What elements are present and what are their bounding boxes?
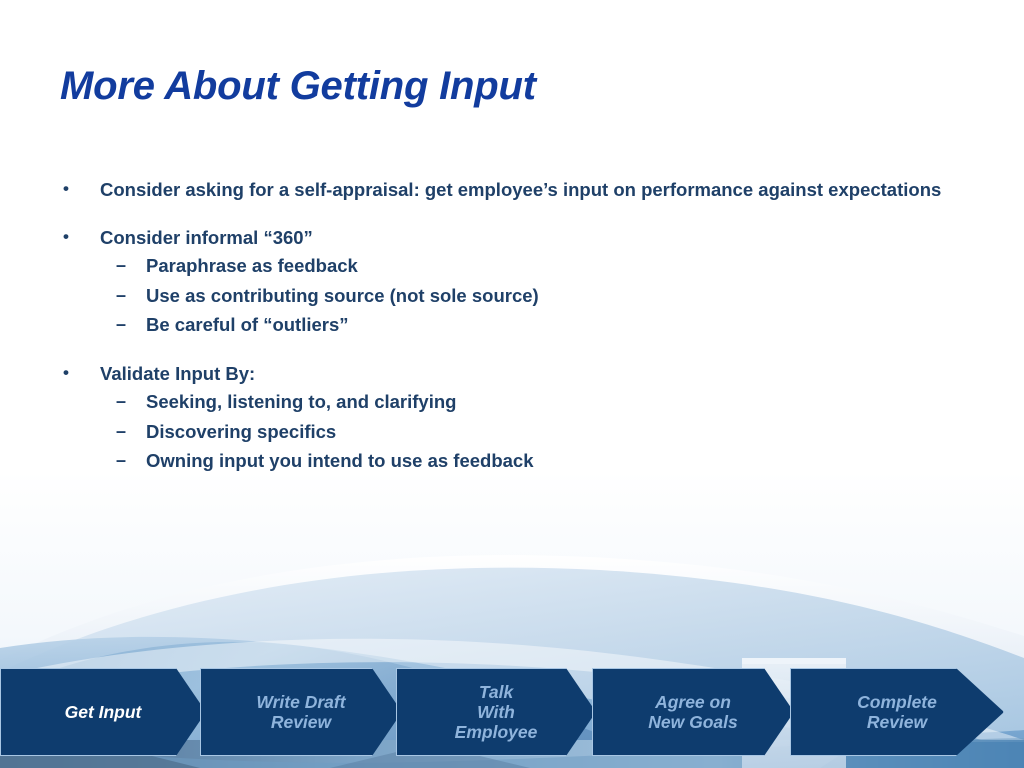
- sub-list-item: – Discovering specifics: [56, 420, 986, 444]
- list-item: • Consider asking for a self-appraisal: …: [56, 178, 986, 202]
- process-step-label: Talk: [478, 681, 514, 702]
- bullet-group: • Validate Input By: – Seeking, listenin…: [56, 362, 986, 474]
- dash-icon: –: [116, 284, 127, 305]
- list-item-text: Validate Input By:: [100, 362, 256, 384]
- dash-icon: –: [116, 420, 127, 441]
- process-step-label: Write Draft: [256, 691, 346, 712]
- sub-list-item: – Owning input you intend to use as feed…: [56, 449, 986, 473]
- list-item: • Validate Input By:: [56, 362, 986, 386]
- spacer: [56, 338, 986, 362]
- bullet-dot-icon: •: [63, 226, 69, 246]
- process-step-talk-with-employee[interactable]: Talk With Employee: [396, 668, 596, 756]
- sub-list-item-text: Owning input you intend to use as feedba…: [146, 450, 534, 472]
- sub-list-item-text: Paraphrase as feedback: [146, 255, 358, 277]
- sub-list-item: – Use as contributing source (not sole s…: [56, 284, 986, 308]
- spacer: [56, 202, 986, 226]
- sub-list-item: – Seeking, listening to, and clarifying: [56, 390, 986, 414]
- dash-icon: –: [116, 450, 127, 471]
- sub-list-item-text: Be careful of “outliers”: [146, 314, 349, 336]
- process-step-bar: Get Input Write Draft Review Talk With E…: [0, 668, 1024, 756]
- dash-icon: –: [116, 391, 127, 412]
- bullet-dot-icon: •: [63, 179, 69, 198]
- dash-icon: –: [116, 314, 127, 335]
- sub-list-item: – Paraphrase as feedback: [56, 254, 986, 278]
- bullet-dot-icon: •: [63, 362, 69, 382]
- list-item: • Consider informal “360”: [56, 226, 986, 250]
- sub-list-item-text: Discovering specifics: [146, 420, 337, 442]
- sub-list-item: – Be careful of “outliers”: [56, 313, 986, 337]
- process-step-agree-on-new-goals[interactable]: Agree on New Goals: [592, 668, 794, 756]
- list-item-text: Consider informal “360”: [100, 226, 313, 248]
- process-step-label: With: [477, 701, 515, 722]
- process-step-label: Review: [270, 712, 332, 732]
- dash-icon: –: [116, 255, 127, 276]
- bullet-content: • Consider asking for a self-appraisal: …: [56, 178, 986, 473]
- process-step-label: Agree on: [655, 691, 731, 712]
- process-step-label: Get Input: [64, 701, 142, 722]
- process-step-label: Complete: [857, 691, 937, 712]
- bullet-group: • Consider asking for a self-appraisal: …: [56, 178, 986, 202]
- list-item-text: Consider asking for a self-appraisal: ge…: [100, 179, 942, 200]
- bullet-group: • Consider informal “360” – Paraphrase a…: [56, 226, 986, 338]
- page-title: More About Getting Input: [60, 64, 536, 108]
- sub-list-item-text: Use as contributing source (not sole sou…: [146, 284, 539, 306]
- process-step-complete-review[interactable]: Complete Review: [790, 668, 1004, 756]
- process-step-label: New Goals: [648, 712, 738, 732]
- process-step-label: Employee: [454, 722, 538, 743]
- process-step-label: Review: [866, 712, 928, 732]
- sub-list-item-text: Seeking, listening to, and clarifying: [146, 391, 457, 413]
- process-step-write-draft-review[interactable]: Write Draft Review: [200, 668, 402, 756]
- process-step-get-input[interactable]: Get Input: [0, 668, 206, 756]
